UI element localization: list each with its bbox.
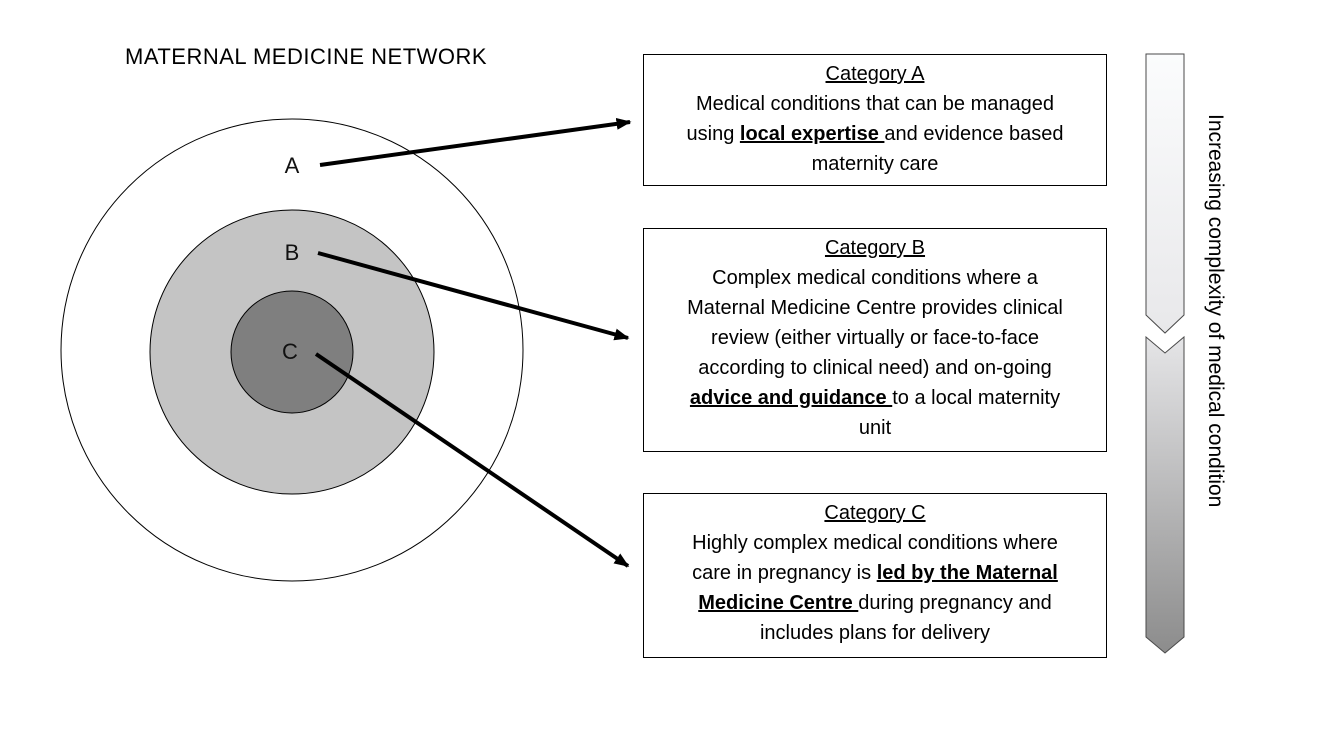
- circle-category-c: [230, 290, 354, 414]
- category-b-box: Category B Complex medical conditions wh…: [643, 228, 1107, 452]
- arrow-b-connector: [317, 251, 630, 341]
- complexity-arrow-lower-segment: [1145, 335, 1185, 654]
- category-c-description: Highly complex medical conditions where …: [692, 532, 1058, 644]
- category-c-title: Category C: [824, 502, 926, 524]
- arrow-a-connector: [319, 117, 632, 167]
- complexity-arrow-upper-segment: [1145, 53, 1185, 334]
- category-c-box: Category C Highly complex medical condit…: [643, 493, 1107, 658]
- ring-label-a: A: [284, 153, 300, 178]
- category-a-description: Medical conditions that can be managed u…: [686, 93, 1064, 175]
- category-b-title: Category B: [824, 237, 926, 259]
- category-a-title: Category A: [825, 63, 925, 85]
- category-a-box: Category A Medical conditions that can b…: [643, 54, 1107, 186]
- ring-label-b: B: [284, 240, 300, 265]
- ring-label-c: C: [282, 339, 298, 364]
- diagram-title: MATERNAL MEDICINE NETWORK: [125, 44, 488, 69]
- arrow-c-connector: [314, 352, 630, 568]
- complexity-axis-label: Increasing complexity of medical conditi…: [1204, 114, 1227, 508]
- category-b-description: Complex medical conditions where a Mater…: [687, 267, 1063, 439]
